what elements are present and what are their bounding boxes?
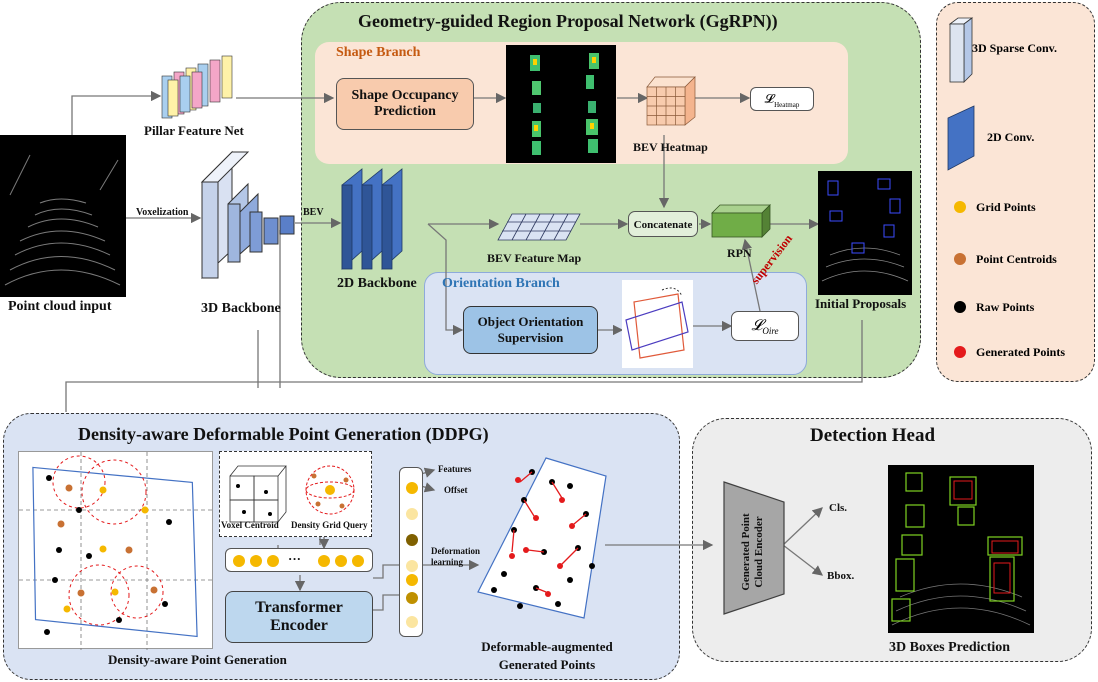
loss-heatmap-subscript: Heatmap: [774, 101, 800, 110]
proposal-boxes-art: [821, 178, 909, 282]
sparse-conv-icon: [948, 17, 974, 83]
offset-label: Offset: [444, 485, 468, 495]
bev-feature-map-icon: [497, 213, 581, 241]
loss-heatmap-box: 𝓛Heatmap: [750, 87, 814, 111]
encoder-trapezoid: [723, 481, 785, 615]
occupancy-image: [506, 45, 616, 163]
rpn-block: [711, 204, 771, 238]
density-grid-query-label: Density Grid Query: [291, 520, 368, 530]
lidar-scan-art: [4, 154, 121, 286]
pillar-feature-net-icon: [161, 55, 233, 119]
backbone-2d-icon: [341, 168, 403, 270]
occupancy-blobs: [530, 53, 599, 155]
initial-proposals-image: [818, 171, 912, 295]
legend-grid-points: Grid Points: [976, 200, 1036, 214]
legend-point-centroids: Point Centroids: [976, 252, 1057, 266]
deformation-learning-label: Deformation learning: [431, 546, 480, 567]
voxel-query-panel: [219, 451, 372, 537]
token-row: ···: [225, 548, 373, 572]
legend-dots: [954, 201, 966, 358]
encoder-label: Generated Point Cloud Encoder: [740, 513, 765, 591]
orientation-supervision-box: Object Orientation Supervision: [463, 306, 598, 354]
point-cloud-input-label: Point cloud input: [8, 299, 112, 314]
orientation-supervision-label: Object Orientation Supervision: [477, 314, 584, 345]
concatenate-label: Concatenate: [633, 219, 693, 231]
boxes-prediction-art: [891, 472, 1031, 626]
rpn-label: RPN: [727, 246, 752, 260]
point-centroid-dot: [954, 253, 966, 265]
bev-label: BEV: [303, 207, 324, 218]
conv-2d-icon: [947, 105, 975, 171]
initial-proposals-label: Initial Proposals: [815, 296, 907, 311]
transformer-encoder-label: Transformer Encoder: [255, 599, 343, 634]
token-dots: [233, 555, 364, 567]
bbox-label: Bbox.: [827, 570, 855, 582]
orientation-box-art: [625, 287, 689, 359]
voxel-query-art: [229, 465, 355, 523]
legend-generated-points: Generated Points: [976, 345, 1065, 359]
boxes-prediction-image: [888, 465, 1034, 633]
orientation-image: [622, 280, 693, 368]
density-grid-image: [18, 451, 214, 650]
voxelization-label: Voxelization: [136, 207, 189, 218]
density-grid-art: [19, 452, 214, 650]
loss-oire-symbol: 𝓛: [751, 318, 763, 334]
legend-sparse-conv: 3D Sparse Conv.: [972, 41, 1058, 55]
shape-occupancy-label: Shape Occupancy Prediction: [351, 88, 459, 119]
grid-point-dot: [954, 201, 966, 213]
pillar-feature-net-label: Pillar Feature Net: [144, 123, 244, 138]
backbone-2d-label: 2D Backbone: [337, 276, 417, 291]
feature-column: [399, 467, 423, 637]
ggrpn-title: Geometry-guided Region Proposal Network …: [358, 11, 778, 31]
backbone-3d-icon: [200, 150, 295, 280]
orientation-branch-title: Orientation Branch: [442, 276, 560, 291]
voxel-centroid-label: Voxel Centroid: [221, 520, 279, 530]
density-point-generation-label: Density-aware Point Generation: [108, 652, 287, 667]
deformable-augmented-label: Deformable-augmented Generated Points: [481, 639, 613, 672]
legend-conv-2d: 2D Conv.: [987, 130, 1035, 144]
deformable-points-image: [477, 457, 607, 619]
shape-occupancy-box: Shape Occupancy Prediction: [336, 78, 474, 130]
bev-heatmap-label: BEV Heatmap: [633, 140, 708, 154]
loss-heatmap-symbol: 𝓛: [764, 91, 775, 106]
generated-point-dot: [954, 346, 966, 358]
detection-head-title: Detection Head: [810, 425, 936, 446]
boxes-prediction-label: 3D Boxes Prediction: [889, 640, 1011, 655]
token-ellipsis: ···: [288, 551, 302, 566]
bev-feature-map-label: BEV Feature Map: [487, 251, 582, 265]
concatenate-box: Concatenate: [628, 211, 698, 237]
point-cloud-image: [0, 135, 126, 297]
cls-label: Cls.: [829, 502, 848, 514]
loss-oire-box: 𝓛Oire: [731, 311, 799, 341]
ddpg-title: Density-aware Deformable Point Generatio…: [78, 424, 489, 444]
bev-heatmap-cube: [646, 76, 696, 126]
loss-oire-subscript: Oire: [762, 326, 779, 337]
backbone-3d-label: 3D Backbone: [201, 301, 281, 316]
transformer-encoder-box: Transformer Encoder: [225, 591, 373, 643]
raw-point-dot: [954, 301, 966, 313]
feature-column-dots: [406, 482, 418, 628]
features-label: Features: [438, 464, 472, 474]
legend-raw-points: Raw Points: [976, 300, 1035, 314]
shape-branch-title: Shape Branch: [336, 45, 421, 60]
